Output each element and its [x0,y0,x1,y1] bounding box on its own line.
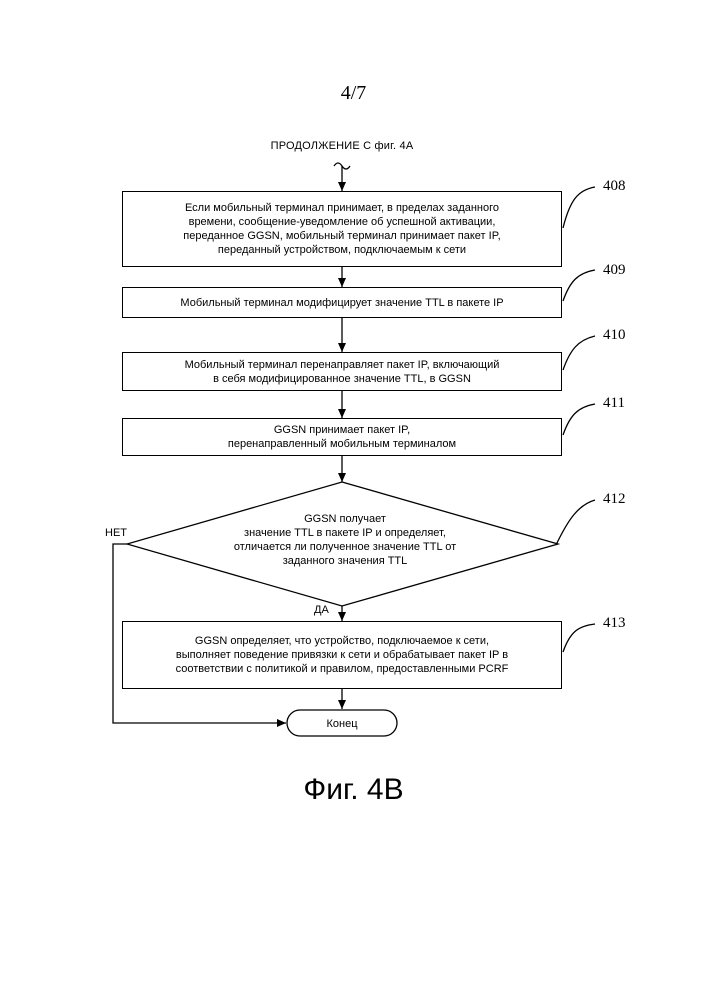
figure-caption: Фиг. 4В [0,773,707,807]
no-label: НЕТ [105,527,127,539]
ref-412: 412 [603,491,626,508]
step-box-409: Мобильный терминал модифицирует значение… [122,287,562,318]
ref-411: 411 [603,395,625,412]
leader-408 [563,187,595,228]
leader-411 [563,404,595,435]
step-box-410: Мобильный терминал перенаправляет пакет … [122,352,562,391]
ref-408: 408 [603,178,626,195]
leader-409 [563,270,595,301]
leader-410 [563,336,595,370]
ref-410: 410 [603,327,626,344]
page-number: 4/7 [0,82,707,105]
yes-label: ДА [314,604,329,616]
ref-413: 413 [603,615,626,632]
end-label: Конец [287,712,397,736]
step-box-411: GGSN принимает пакет IP, перенаправленны… [122,418,562,456]
continuation-label: ПРОДОЛЖЕНИЕ С фиг. 4А [242,140,442,152]
leader-413 [563,624,595,652]
step-box-408: Если мобильный терминал принимает, в пре… [122,191,562,267]
step-box-413: GGSN определяет, что устройство, подключ… [122,621,562,689]
ref-409: 409 [603,262,626,279]
leader-412 [556,500,595,545]
decision-text: GGSN получает значение TTL в пакете IP и… [190,512,500,568]
